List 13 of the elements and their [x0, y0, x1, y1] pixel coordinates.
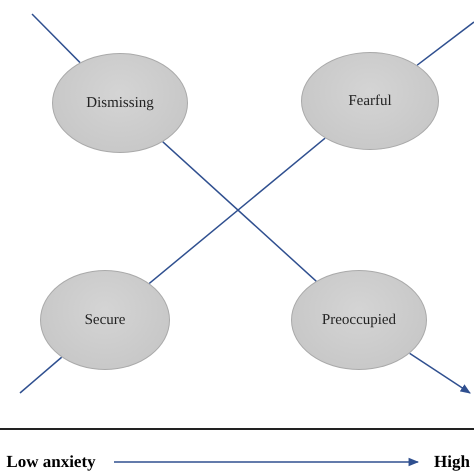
connector-line — [20, 356, 62, 394]
connector-line — [31, 13, 81, 64]
node-label: Dismissing — [86, 94, 154, 112]
node-label: Preoccupied — [322, 312, 396, 328]
axis-label: High — [434, 452, 470, 472]
arrow — [114, 458, 420, 466]
node-label: Secure — [84, 312, 126, 328]
connector-line — [148, 138, 326, 284]
arrow — [409, 352, 471, 394]
connector-line — [162, 141, 317, 282]
node-label: Fearful — [348, 92, 392, 110]
connector-line — [416, 21, 474, 66]
axis-label: Low anxiety — [6, 452, 96, 472]
